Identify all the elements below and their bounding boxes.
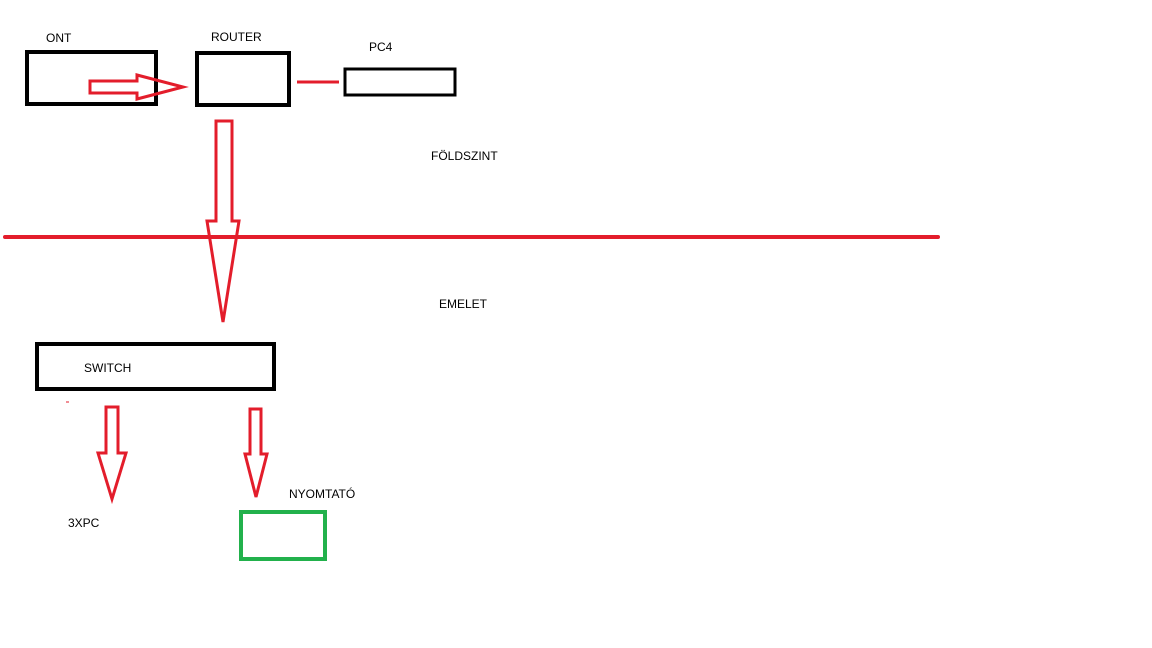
switch-box xyxy=(35,342,276,391)
router-box xyxy=(195,51,291,107)
switch-to-printer-arrow xyxy=(243,407,269,498)
upper-floor-label: EMELET xyxy=(439,297,488,311)
router-to-switch-arrow xyxy=(205,119,241,323)
ont-to-router-arrow xyxy=(88,73,189,101)
switch-label: SWITCH xyxy=(84,361,132,375)
three-pc-label: 3XPC xyxy=(68,516,100,530)
pc4-label: PC4 xyxy=(369,40,393,54)
ground-floor-label: FÖLDSZINT xyxy=(431,149,498,163)
pc4-box xyxy=(343,67,457,97)
printer-box xyxy=(239,510,327,561)
ont-box xyxy=(25,50,158,106)
printer-label: NYOMTATÓ xyxy=(289,487,356,501)
router-label: ROUTER xyxy=(211,30,262,44)
switch-to-pcs-arrow xyxy=(95,405,129,505)
ont-label: ONT xyxy=(46,31,72,45)
